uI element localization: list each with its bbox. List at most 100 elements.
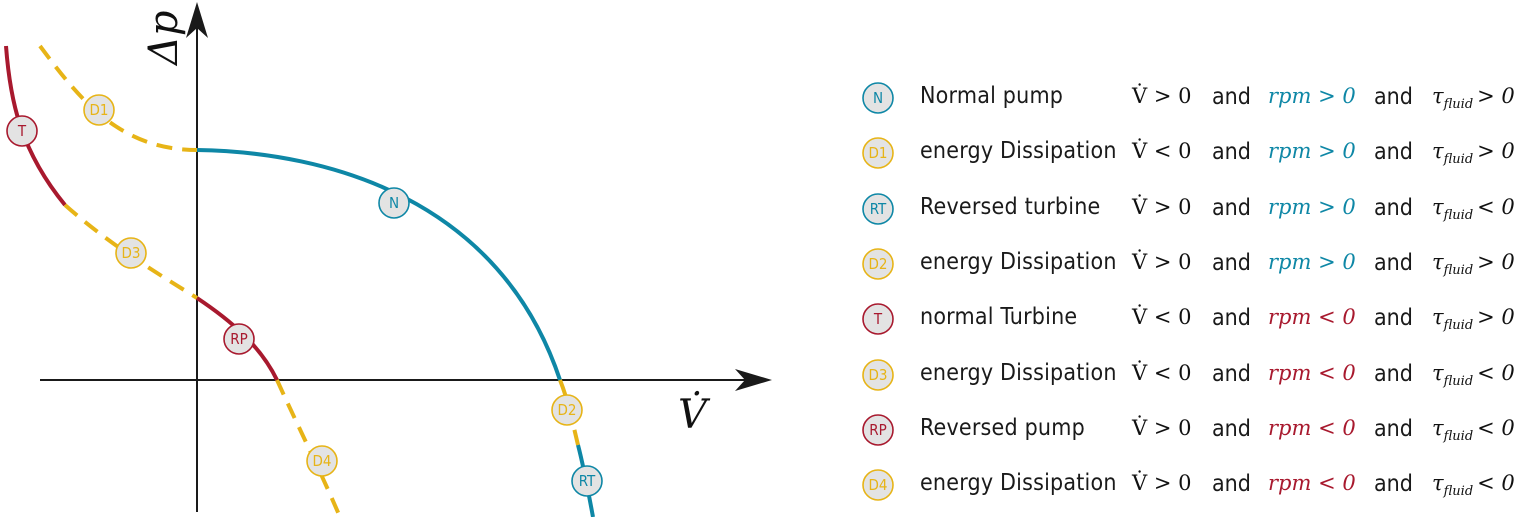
legend-flow-condition: V̇ > 0: [1132, 415, 1192, 440]
legend-badge-label: D2: [869, 255, 888, 273]
x-axis-label: V̇: [678, 391, 711, 438]
legend-badge-label: D1: [869, 144, 888, 162]
legend-torque-condition: τfluid< 0: [1432, 471, 1515, 499]
legend-badge-rt: RT: [862, 192, 894, 225]
legend-flow-condition: V̇ > 0: [1132, 194, 1192, 219]
legend-mode-name: Reversed pump: [920, 414, 1085, 441]
legend-and-1: and: [1212, 194, 1251, 221]
tau-inequality: > 0: [1477, 139, 1515, 164]
tau-symbol: τ: [1432, 249, 1444, 274]
legend-flow-condition: V̇ > 0: [1132, 84, 1192, 108]
badge-n-label: N: [389, 194, 399, 212]
badge-n: N: [378, 187, 410, 219]
legend-and-2: and: [1374, 84, 1413, 110]
y-axis-arrowhead: [186, 2, 208, 38]
badge-d4: D4: [306, 445, 338, 477]
tau-symbol: τ: [1432, 471, 1444, 496]
legend-and-2: and: [1374, 360, 1413, 387]
legend-mode-name: energy Dissipation: [920, 470, 1117, 497]
badge-rt: RT: [571, 465, 603, 497]
legend-rpm-condition: rpm < 0: [1268, 305, 1356, 330]
badge-d3-label: D3: [122, 244, 141, 262]
badge-d1-label: D1: [90, 101, 109, 119]
legend-flow-condition: V̇ < 0: [1132, 139, 1192, 164]
tau-inequality: > 0: [1477, 249, 1515, 274]
legend-mode-name: energy Dissipation: [920, 138, 1117, 165]
badge-t: T: [6, 115, 38, 147]
legend-badge-label: RT: [870, 200, 887, 218]
tau-subscript: fluid: [1443, 373, 1474, 389]
badge-d4-label: D4: [313, 452, 332, 470]
legend-mode-name: Reversed turbine: [920, 193, 1101, 220]
legend-badge-label: T: [873, 310, 883, 328]
legend-and-1: and: [1212, 249, 1251, 276]
legend-flow-condition: V̇ < 0: [1132, 360, 1192, 385]
tau-inequality: < 0: [1477, 471, 1515, 496]
legend-and-1: and: [1212, 471, 1251, 498]
tau-symbol: τ: [1432, 84, 1444, 108]
legend-torque-condition: τfluid> 0: [1432, 305, 1515, 333]
tau-inequality: < 0: [1477, 194, 1515, 219]
curve-d4: [275, 379, 342, 517]
legend-badge-label: RP: [869, 421, 887, 439]
legend-badge-n: N: [862, 82, 894, 114]
legend-badge-d1: D1: [862, 137, 894, 170]
badge-d3: D3: [115, 237, 147, 269]
tau-symbol: τ: [1432, 360, 1444, 385]
legend-mode-name: energy Dissipation: [920, 248, 1117, 275]
legend-badge-label: D4: [869, 476, 888, 494]
legend-and-1: and: [1212, 84, 1251, 110]
legend-torque-condition: τfluid> 0: [1432, 84, 1515, 112]
badge-d1: D1: [83, 94, 115, 126]
badge-t-label: T: [17, 122, 27, 140]
tau-inequality: < 0: [1477, 415, 1515, 440]
operating-quadrant-diagram: Δp V̇ T D1 N D3 RP D2 D4 RT: [4, 2, 772, 517]
tau-inequality: > 0: [1477, 84, 1515, 108]
tau-subscript: fluid: [1443, 428, 1474, 444]
legend-and-2: and: [1374, 415, 1413, 442]
y-axis-label: Δp: [141, 11, 187, 68]
legend-torque-condition: τfluid< 0: [1432, 195, 1515, 223]
legend-and-2: and: [1374, 139, 1413, 166]
legend-badge-t: T: [862, 303, 894, 335]
legend-badge-rp: RP: [862, 413, 894, 446]
tau-symbol: τ: [1432, 194, 1444, 219]
tau-subscript: fluid: [1443, 152, 1474, 168]
tau-subscript: fluid: [1443, 263, 1474, 279]
badge-d2-label: D2: [558, 401, 577, 419]
badge-rt-label: RT: [579, 472, 596, 490]
legend-and-1: and: [1212, 415, 1251, 442]
legend-mode-name: energy Dissipation: [920, 359, 1117, 386]
legend-torque-condition: τfluid< 0: [1432, 361, 1515, 389]
legend-badge-d3: D3: [862, 358, 894, 391]
legend-and-2: and: [1374, 471, 1413, 498]
legend-torque-condition: τfluid> 0: [1432, 139, 1515, 167]
tau-subscript: fluid: [1443, 318, 1474, 334]
tau-subscript: fluid: [1443, 207, 1474, 223]
legend-badge-label: N: [873, 89, 883, 107]
legend-rpm-condition: rpm > 0: [1268, 249, 1356, 274]
legend-and-2: and: [1374, 194, 1413, 221]
legend-badge-label: D3: [869, 366, 888, 384]
legend-rpm-condition: rpm < 0: [1268, 415, 1356, 440]
tau-subscript: fluid: [1443, 484, 1474, 500]
badge-rp-label: RP: [230, 330, 248, 348]
legend-and-1: and: [1212, 305, 1251, 332]
badge-rp: RP: [223, 323, 255, 355]
legend-flow-condition: V̇ > 0: [1132, 471, 1192, 496]
legend-rpm-condition: rpm < 0: [1268, 360, 1356, 385]
tau-subscript: fluid: [1443, 97, 1474, 113]
legend-badge-d4: D4: [862, 469, 894, 501]
tau-inequality: > 0: [1477, 305, 1515, 330]
legend-rpm-condition: rpm > 0: [1268, 139, 1356, 164]
legend-mode-name: Normal pump: [920, 83, 1064, 109]
badge-d2: D2: [551, 394, 583, 426]
legend-mode-name: normal Turbine: [920, 304, 1078, 331]
